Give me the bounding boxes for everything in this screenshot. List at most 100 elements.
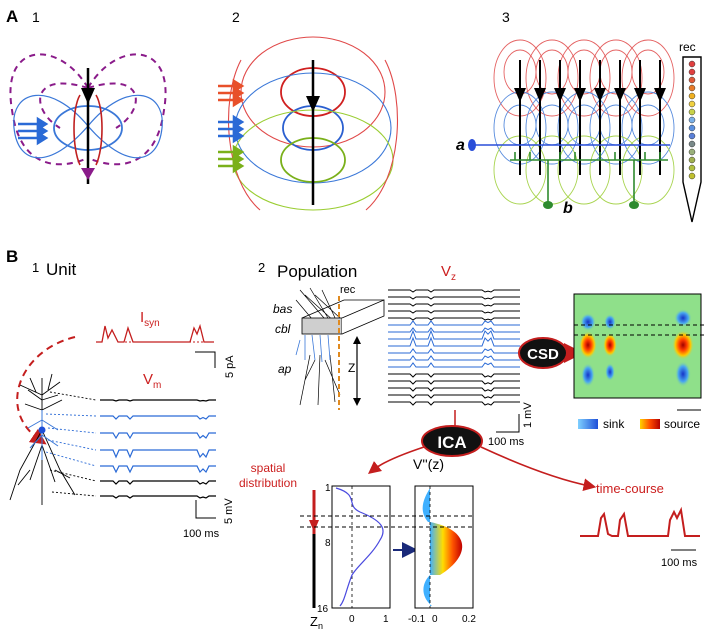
xtick-vpp-m01: -0.1 [408,614,426,625]
vm-label: Vm [143,371,161,391]
vpp-plot [414,485,474,609]
timecourse-trace [580,506,700,537]
timecourse-scale-label: 100 ms [661,557,698,569]
scale-5mV-label: 5 mV [223,498,235,524]
probe-sites [688,60,696,180]
probe-site [688,124,696,132]
probe-site [688,140,696,148]
xtick-vpp-0: 0 [432,614,438,625]
vz-trace [388,348,520,354]
unit-connector [49,469,97,482]
probe-site [688,164,696,172]
probe-rec-label: rec [679,40,696,54]
panel-b1-number: 1 [32,260,39,275]
panel-a3-population-fields: a b rec [456,39,702,223]
vm-trace [100,465,216,474]
probe-site [688,132,696,140]
synaptic-input-arrow [16,336,76,445]
panel-a2-number: 2 [232,9,240,25]
sink-swatch [578,419,598,429]
vz-trace [388,317,520,321]
vz-trace [388,380,520,385]
csd-map [573,293,705,399]
isyn-trace [96,323,214,343]
spatial-label-2: distribution [239,476,297,490]
field-line-red [73,94,103,166]
isyn-label: Isyn [140,309,160,329]
vz-trace [388,401,520,406]
xtick-spatial-1: 1 [383,614,389,625]
vm-trace [100,399,216,402]
bas-label: bas [273,302,292,316]
afferent-b-label: b [563,200,573,217]
csd-badge [518,337,568,369]
vz-trace [388,296,520,300]
vz-label: Vz [441,263,456,283]
vz-trace [388,310,520,314]
timecourse-label: time-course [596,481,664,496]
scale-bar-unit [195,500,216,519]
cbl-label: cbl [275,322,291,336]
scale-bar-5pA [195,351,216,368]
probe-site [688,172,696,180]
vm-trace [100,495,216,499]
vm-trace [100,480,216,485]
zn-label: Zn [310,614,323,631]
unit-connector [45,451,97,467]
vm-trace [100,449,216,459]
afferent-a-label: a [456,137,465,154]
vm-trace [100,415,216,420]
unit-title: Unit [46,260,77,279]
vz-trace [388,336,520,347]
pyramidal-neuron [9,373,76,505]
probe-site [688,156,696,164]
afferent-b-terminal-icon [543,201,553,209]
probe-site [688,100,696,108]
pop-rec-label: rec [340,284,356,296]
panel-a-letter: A [6,7,18,26]
scale-bar-pop [496,414,520,433]
source-swatch [640,419,660,429]
source-label: source [664,417,700,431]
input-arrows-blue-icon [18,116,49,146]
spatial-distribution-plot [309,485,391,609]
probe-site [688,60,696,68]
probe-site [688,68,696,76]
probe-site [688,92,696,100]
spatial-label-1: spatial [251,461,286,475]
vz-trace [388,329,520,340]
z-axis-arrows-icon [353,336,361,406]
afferent-b-axon [510,152,668,202]
field-line-purple-dashed [9,53,167,166]
z-axis-label: Z [348,361,355,375]
dipole-arrow-bottom-icon [81,168,95,180]
unit-connectors [45,391,97,497]
vz-trace [388,394,520,399]
recording-probe [682,56,702,223]
ica-to-spatial-arrow [368,446,425,474]
vz-trace [388,387,520,392]
soma-icon [38,426,46,434]
ytick-8: 8 [325,538,331,549]
vpp-label: V''(z) [413,456,444,472]
panel-a1-number: 1 [32,9,40,25]
cell-body-layer [301,317,343,335]
afferent-a-terminal-icon [468,139,476,151]
xtick-vpp-02: 0.2 [462,614,476,625]
layer-box [341,299,385,335]
ica-badge [421,425,483,457]
dipole-arrows-icon [514,88,666,102]
vz-trace [388,320,520,326]
scale-5pA-label: 5 pA [224,355,236,378]
vz-trace [388,327,520,333]
depth-arrow-icon [309,520,319,532]
vz-trace [388,373,520,378]
scale-100ms-unit-label: 100 ms [183,528,220,540]
ap-label: ap [278,362,292,376]
panel-a2-layered-fields [218,36,398,211]
vz-traces [388,289,520,406]
sink-label: sink [603,417,625,431]
probe-site [688,108,696,116]
probe-site [688,76,696,84]
